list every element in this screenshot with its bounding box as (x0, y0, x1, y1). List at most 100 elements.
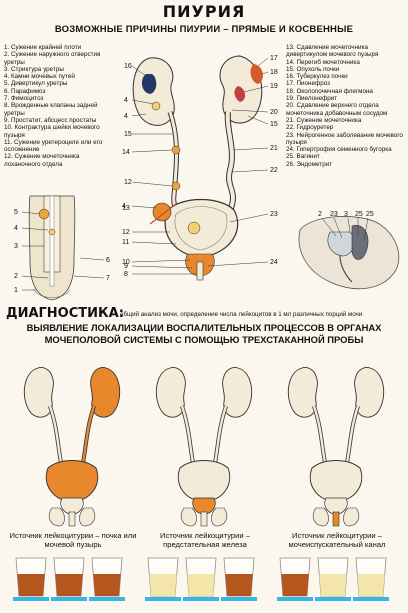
callout-number: 4 (122, 203, 126, 210)
page-title: ПИУРИЯ (162, 2, 246, 21)
cause-item: 2. Сужение наружного отверстия уретры (4, 51, 101, 66)
cause-item: 8. Врожденные клапаны задней уретры (4, 102, 98, 117)
cause-item: 23. Нейрогенное заболевание мочевого пуз… (286, 131, 403, 146)
page-subtitle: ВОЗМОЖНЫЕ ПРИЧИНЫ ПИУРИИ – ПРЯМЫЕ И КОСВ… (54, 24, 354, 35)
callout-number: 18 (270, 69, 278, 76)
callout-number: 24 (270, 259, 278, 266)
cause-item: 3. Стриктура уретры (4, 65, 64, 73)
cause-item: 22. Гидроуретер (286, 124, 334, 132)
female-pelvis-diagram (298, 216, 400, 290)
cause-item: 1. Сужение крайней плоти (4, 44, 82, 51)
callout-number: 14 (122, 149, 130, 156)
callout-number: 23 (330, 211, 338, 218)
callout-number: 13 (122, 205, 130, 212)
left-kidney-tumor (141, 74, 157, 94)
cause-item: 9. Простатит, абсцесс простаты (4, 116, 97, 124)
bladder-diverticulum (152, 202, 172, 222)
cause-item: 13. Сдавление мочеточника дивертикулом м… (286, 44, 379, 59)
callout-number: 25 (366, 211, 374, 218)
main-urethra (196, 261, 204, 281)
cause-item: 26. Эндометрит (286, 160, 333, 168)
callout-number: 19 (270, 83, 278, 90)
urine-glass (89, 557, 125, 601)
callout-number: 4 (14, 225, 18, 232)
urethra-diverticulum (38, 208, 50, 220)
test-caption-urethra: Источник лейкоцитурии – мочеиспускательн… (288, 531, 386, 549)
urethra-stone (48, 228, 56, 236)
callout-number: 4 (124, 97, 128, 104)
callout-number: 6 (106, 257, 110, 264)
callout-number: 20 (270, 109, 278, 116)
bladder-stone (187, 221, 201, 235)
callout-number: 10 (122, 259, 130, 266)
bladder (164, 199, 239, 259)
cause-item: 18. Околопочечная флегмона (286, 87, 373, 95)
female-uterus (351, 225, 369, 260)
ureter-stone-lower (171, 181, 181, 191)
urine-glass (145, 557, 181, 601)
cause-item: 25. Вагинит (286, 153, 320, 161)
callout-number: 8 (124, 271, 128, 278)
diagnostics-label: ДИАГНОСТИКА: (6, 306, 124, 321)
cause-item: 5. Дивертикул уретры (4, 80, 68, 88)
main-urinary-diagram (131, 55, 269, 281)
left-kidney-stone (151, 101, 161, 111)
callout-number: 12 (124, 179, 132, 186)
urine-glass (51, 557, 87, 601)
callout-number: 23 (270, 211, 278, 218)
callout-number: 2 (318, 211, 322, 218)
urethra-diagram (21, 195, 105, 301)
callout-number: 11 (122, 239, 129, 246)
callout-number: 9 (124, 263, 128, 270)
cause-item: 14. Перегиб мочеточника (286, 58, 360, 66)
cause-item: 7. Фимоцитоз (4, 95, 44, 103)
diagnostics-text: общий анализ мочи, определение числа лей… (120, 311, 363, 318)
urine-glass (353, 557, 389, 601)
cause-item: 20. Сдавление верхнего отдела мочеточник… (286, 102, 388, 117)
callout-number: 3 (14, 243, 18, 250)
cause-item: 19. Пиелонефрит (286, 95, 338, 103)
callout-number: 25 (355, 211, 363, 218)
causes-list-right: 13. Сдавление мочеточника дивертикулом м… (286, 44, 406, 168)
urine-glass (13, 557, 49, 601)
test-caption-kidney-bladder: Источник лейкоцитурии – почка или мочево… (9, 531, 137, 549)
cause-item: 10. Контрактура шейки мочевого пузыря (4, 124, 100, 139)
cause-item: 12. Сужение мочеточника лоханочного отде… (4, 153, 80, 168)
cause-item: 17. Пионефроз (286, 80, 331, 88)
bladder-inner (174, 206, 228, 251)
cause-item: 15. Опухоль почки (286, 65, 340, 73)
callout-number: 5 (14, 209, 18, 216)
urine-glass (277, 557, 313, 601)
callout-number: 16 (124, 63, 132, 70)
test-figure (155, 367, 253, 527)
callout-number: 4 (124, 113, 128, 120)
cause-item: 6. Парафимоз (4, 87, 46, 95)
right-kidney-abscess (250, 64, 263, 84)
cause-item: 16. Туберкулез почки (286, 73, 348, 81)
test-figure (287, 367, 385, 527)
callout-number: 2 (14, 273, 18, 280)
callout-number: 7 (106, 275, 110, 282)
callout-number: 12 (122, 229, 130, 236)
three-glass-test-title: ВЫЯВЛЕНИЕ ЛОКАЛИЗАЦИИ ВОСПАЛИТЕЛЬНЫХ ПРО… (26, 322, 382, 345)
cause-item: 21. Сужение мочеточника (286, 116, 362, 124)
callout-number: 3 (344, 211, 348, 218)
ureter-stone-left (171, 145, 181, 155)
callout-number: 15 (124, 131, 132, 138)
callout-number: 15 (270, 121, 278, 128)
callout-number: 17 (270, 55, 278, 62)
cause-item: 4. Камни мочевых путей (4, 73, 75, 81)
urine-glass (183, 557, 219, 601)
callout-number: 1 (14, 287, 18, 294)
callout-number: 21 (270, 145, 278, 152)
cause-item: 11. Сужение уретероцеле или его осложнен… (4, 138, 103, 154)
cause-item: 24. Гипертрофия семенного бугорка (286, 146, 392, 154)
test-caption-prostate: Источник лейкоцитурии – предстательная ж… (160, 531, 250, 549)
callout-number: 22 (270, 167, 278, 174)
right-kidney-inflammation (234, 86, 246, 102)
test-figure (23, 367, 121, 527)
urine-glass (221, 557, 257, 601)
urine-glass (315, 557, 351, 601)
